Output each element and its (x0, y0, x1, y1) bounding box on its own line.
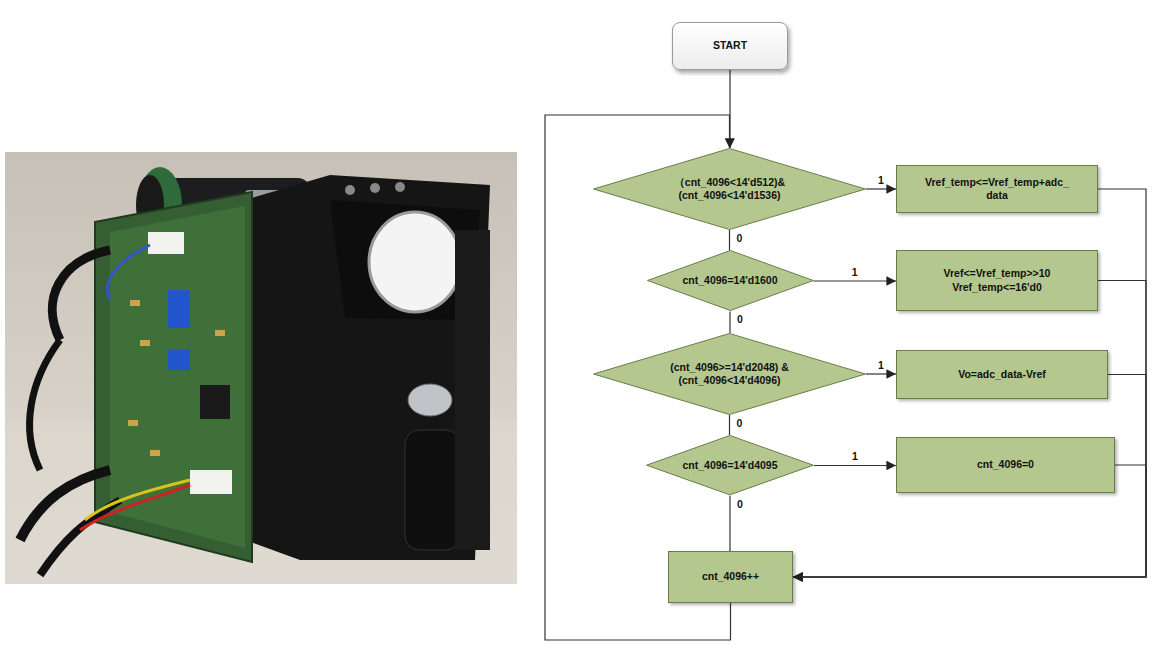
text-holder: Vref_temp<=Vref_temp+adc_ data (913, 176, 1081, 202)
process-box: Vo=adc_data-Vref (896, 350, 1108, 399)
flow-connector (793, 375, 1146, 578)
flow-connector (729, 496, 730, 551)
knob (408, 384, 452, 416)
process-box: cnt_4096=0 (896, 437, 1115, 493)
header-block (200, 385, 230, 419)
component (140, 340, 150, 346)
wire (85, 480, 190, 520)
decision-diamond: cnt_4096=14'd4095 (646, 435, 814, 495)
white-connector (148, 232, 184, 254)
text-holder: (cnt_4096>=14'd2048) &(cnt_4096<14'd4096… (660, 361, 800, 387)
decision-diamond: （cnt_4096<14'd512)& (cnt_4096<14'd1536) (593, 148, 866, 230)
flow-connector (814, 465, 896, 466)
edge-group (545, 70, 1146, 640)
component (130, 300, 140, 306)
node-text: Vo=adc_data-Vref (958, 368, 1046, 381)
text-holder: cnt_4096=14'd1600 (682, 274, 777, 287)
process-box: cnt_4096++ (668, 551, 793, 603)
text-holder: Vref<=Vref_temp>>10 Vref_temp<=16'd0 (927, 267, 1067, 293)
node-text: cnt_4096=14'd1600 (682, 274, 777, 287)
start-terminal: START (672, 22, 788, 70)
branch-label: 0 (735, 313, 745, 325)
cable (40, 500, 120, 575)
flow-connector (793, 281, 1146, 578)
branch-label: 1 (850, 450, 860, 462)
process-box: Vref<=Vref_temp>>10 Vref_temp<=16'd0 (896, 250, 1098, 311)
photo-background (5, 152, 517, 584)
cable (20, 470, 110, 540)
diamond-fill (647, 436, 814, 495)
node-text: cnt_4096=0 (977, 458, 1034, 471)
text-holder: cnt_4096=0 (977, 458, 1034, 471)
post (405, 430, 460, 550)
flow-connector (793, 189, 1146, 577)
branch-label: 0 (735, 232, 745, 244)
branch-label: 0 (735, 417, 745, 429)
node-text: Vref_temp<=Vref_temp+adc_ data (913, 176, 1081, 202)
text-holder: （cnt_4096<14'd512)& (cnt_4096<14'd1536) (660, 176, 800, 202)
process-box: Vref_temp<=Vref_temp+adc_ data (896, 165, 1098, 213)
text-holder: START (713, 39, 747, 52)
node-text: （cnt_4096<14'd512)& (cnt_4096<14'd1536) (660, 176, 800, 202)
flow-connector (729, 230, 730, 250)
text-holder: cnt_4096++ (702, 570, 759, 583)
blue-jumper (168, 290, 190, 328)
component (150, 450, 160, 456)
decision-diamond: cnt_4096=14'd1600 (647, 250, 814, 311)
cable (52, 250, 110, 340)
white-connector (190, 470, 232, 494)
text-holder: cnt_4096=14'd4095 (682, 459, 777, 472)
node-text: Vref<=Vref_temp>>10 Vref_temp<=16'd0 (927, 267, 1067, 293)
screw (370, 183, 380, 193)
blue-jumper (168, 350, 190, 370)
cable (30, 340, 60, 470)
text-holder: Vo=adc_data-Vref (958, 368, 1046, 381)
node-text: cnt_4096=14'd4095 (682, 459, 777, 472)
node-text: (cnt_4096>=14'd2048) &(cnt_4096<14'd4096… (660, 361, 800, 387)
branch-label: 1 (850, 266, 860, 278)
diamond-fill (594, 149, 866, 230)
branch-label: 1 (876, 359, 886, 371)
diamond-fill (594, 334, 866, 415)
node-text: START (713, 39, 747, 52)
flow-connector (866, 373, 896, 374)
diamond-fill (647, 251, 813, 311)
branch-label: 1 (876, 174, 886, 186)
flow-connector (729, 415, 730, 435)
wire (80, 485, 190, 530)
side-plate (455, 230, 490, 550)
mount-bracket (245, 175, 490, 560)
flow-connector (729, 311, 730, 333)
circuit-board (95, 192, 252, 562)
branch-label: 0 (735, 498, 745, 510)
screw (395, 182, 405, 192)
flow-connector (813, 280, 896, 281)
component (215, 330, 225, 336)
decision-diamond: (cnt_4096>=14'd2048) &(cnt_4096<14'd4096… (593, 333, 866, 415)
screw (345, 185, 355, 195)
diffuser-disc (369, 212, 461, 312)
component (128, 420, 138, 426)
flow-connector (866, 188, 896, 189)
wire (107, 245, 150, 300)
node-text: cnt_4096++ (702, 570, 759, 583)
